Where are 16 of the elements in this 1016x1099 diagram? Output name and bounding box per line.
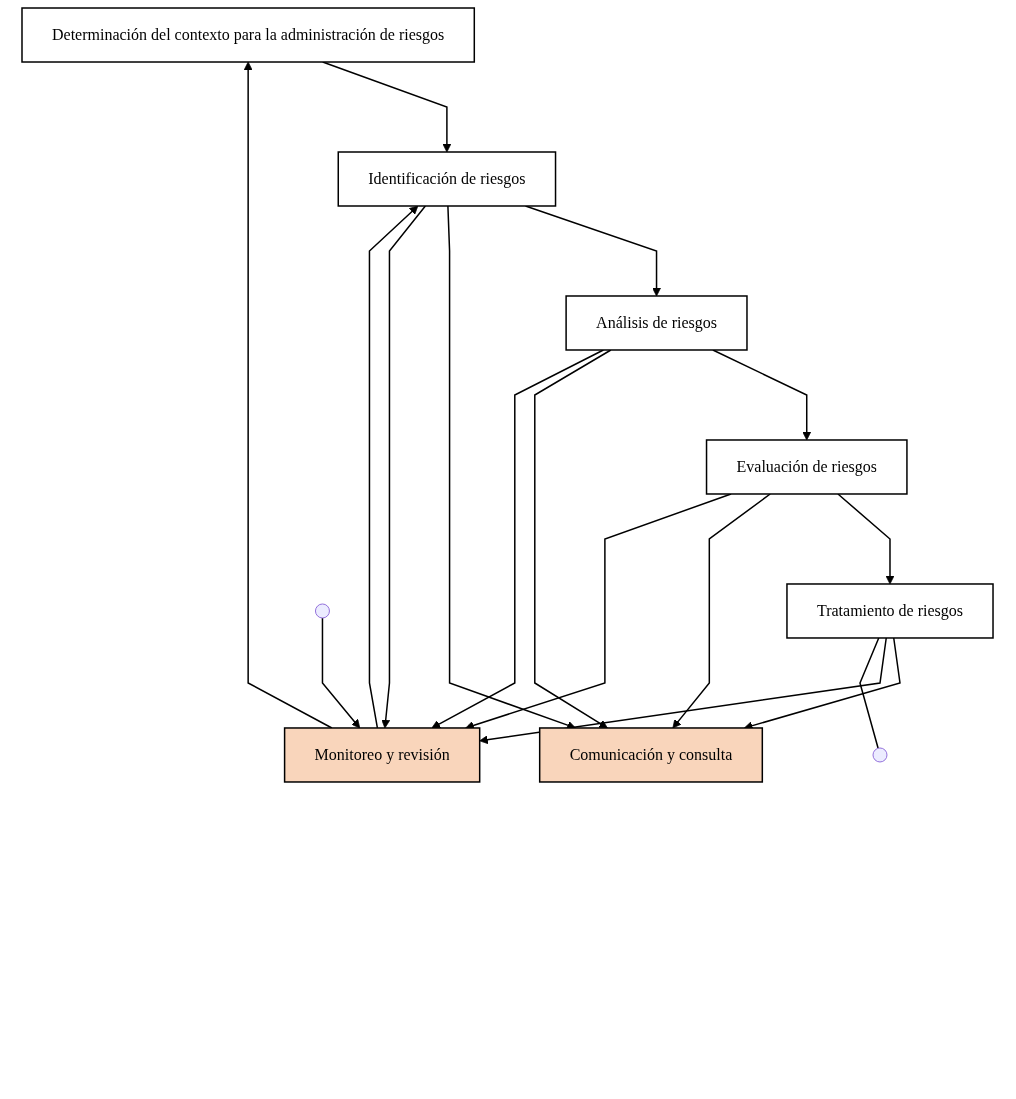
arrow <box>837 493 895 585</box>
node-box: Análisis de riesgos <box>565 295 749 351</box>
node-box: Comunicación y consulta <box>539 727 764 783</box>
arrow <box>431 349 605 729</box>
node-box: Identificación de riesgos <box>338 151 557 207</box>
connector <box>859 637 880 749</box>
arrow <box>369 205 419 729</box>
arrow <box>672 493 772 729</box>
arrow <box>534 349 613 729</box>
arrow <box>381 205 427 729</box>
node-box: Tratamiento de riesgos <box>786 583 995 639</box>
arrow <box>322 617 361 729</box>
node-box: Monitoreo y revisión <box>284 727 481 783</box>
node-box: Evaluación de riesgos <box>706 439 909 495</box>
arrow <box>712 349 812 441</box>
node-box: Determinación del contexto para la administración de riesgos <box>21 7 476 63</box>
